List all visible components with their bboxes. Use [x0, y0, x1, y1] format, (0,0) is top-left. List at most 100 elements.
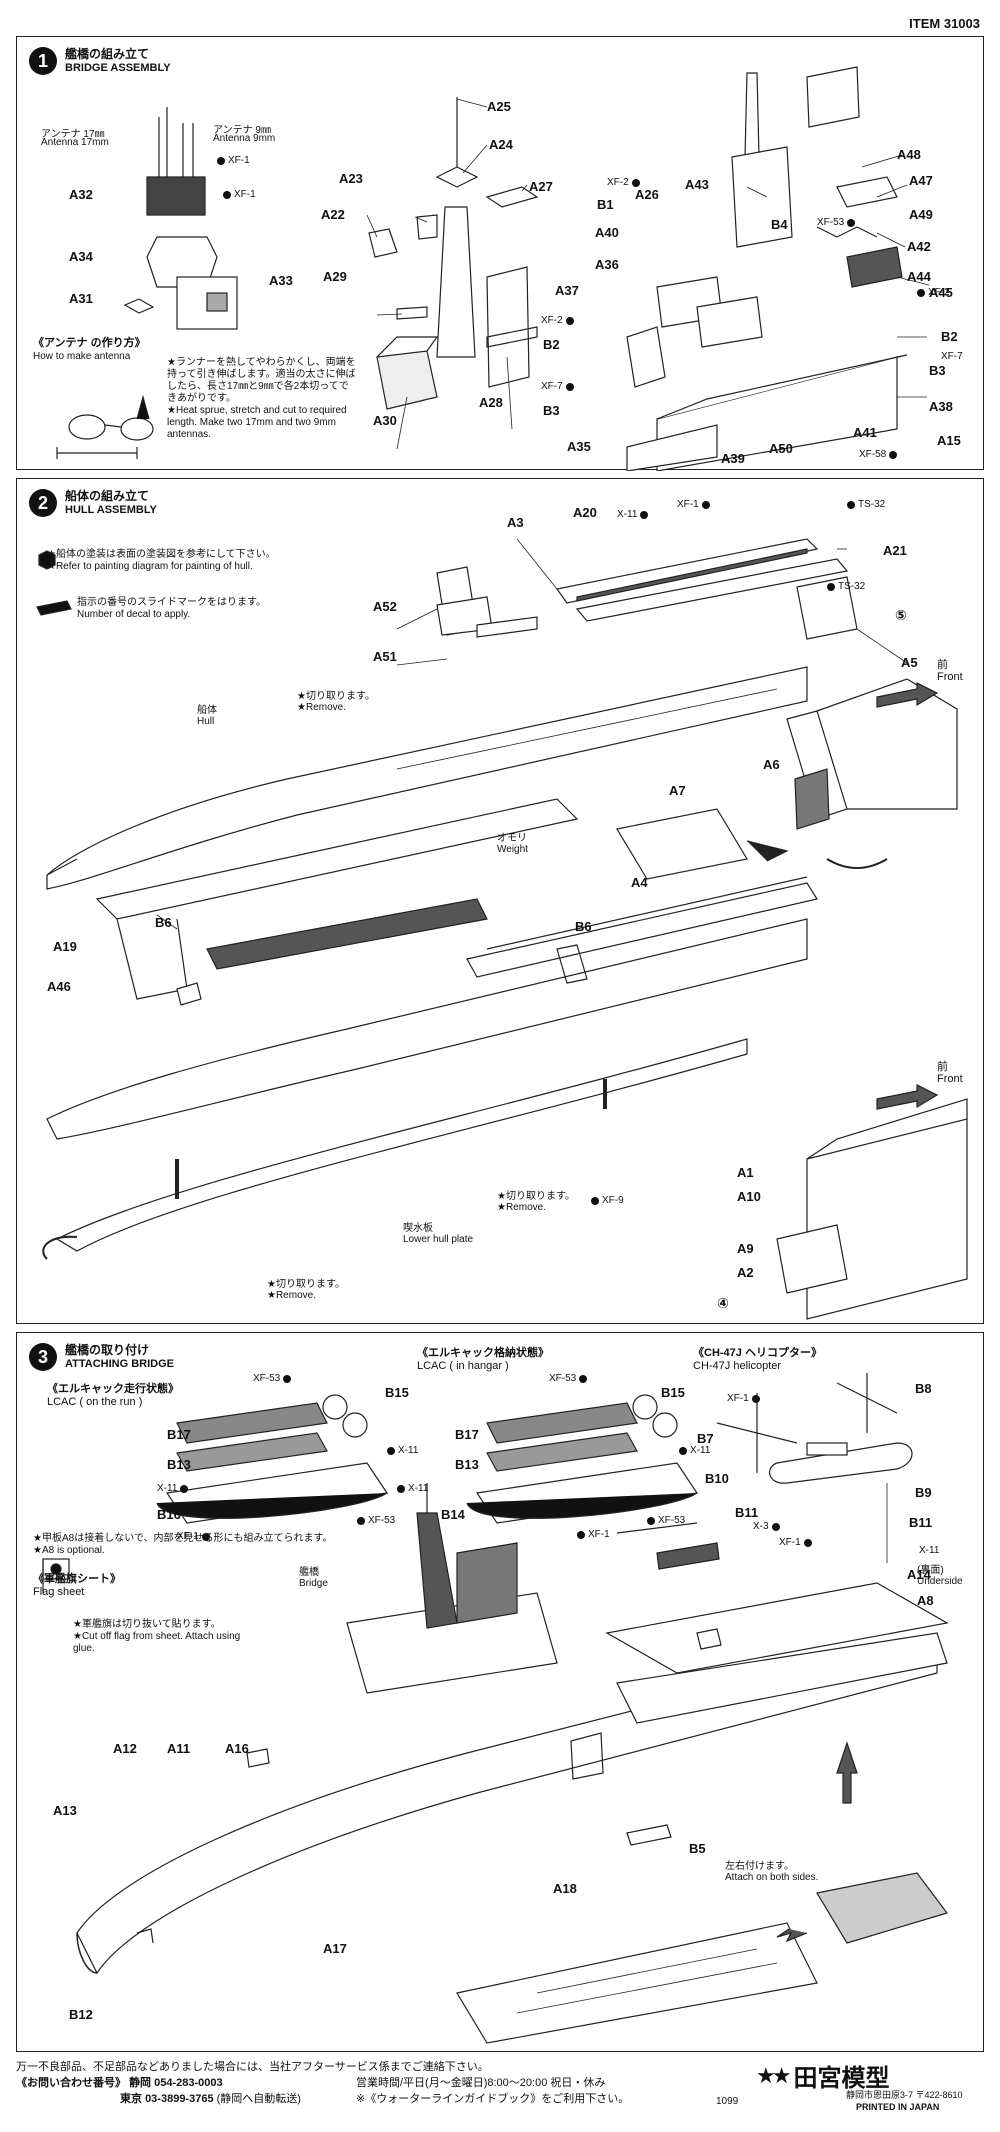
step-3-title-jp: 艦橋の取り付け: [65, 1343, 150, 1357]
antenna-howto-title-jp: 《アンテナ の作り方》: [33, 337, 146, 349]
paint-callout: XF-1: [677, 499, 710, 510]
step-2-header: 2 船体の組み立て HULL ASSEMBLY: [29, 489, 157, 517]
paint-dot-icon: [917, 288, 925, 297]
paint-dot-icon: [751, 1394, 760, 1403]
contact-phone: 03-3899-3765: [145, 2093, 214, 2105]
lower-hull-plate-en: Lower hull plate: [403, 1234, 474, 1245]
weight-label-jp: オモリ: [497, 833, 527, 844]
flag-note-jp: ★軍艦旗は切り抜いて貼ります。: [73, 1619, 221, 1630]
lcac-run-drawing: [156, 1394, 389, 1524]
part-label: B13: [455, 1457, 479, 1472]
paint-dot-icon: [223, 190, 231, 199]
both-sides-note-jp: 左右付けます。: [725, 1861, 794, 1872]
antenna-17mm-jp: アンテナ 17㎜: [41, 129, 105, 140]
flag-sheet-title-jp: 《軍艦旗シート》: [33, 1573, 121, 1585]
part-label: A26: [635, 187, 659, 202]
hull-label-jp: 船体: [197, 705, 217, 716]
part-label: B1: [597, 197, 614, 212]
tamiya-logo: ★★ 田宮模型: [756, 2058, 889, 2093]
front-label-en: Front: [937, 1073, 963, 1085]
paint-callout: X-11: [617, 509, 649, 520]
step-3-header: 3 艦橋の取り付け ATTACHING BRIDGE: [29, 1343, 174, 1371]
contact-note: (静岡へ自動転送): [216, 2093, 301, 2105]
paint-dot-icon: [387, 1446, 395, 1455]
paint-dot-icon: [577, 1530, 585, 1539]
part-label: B17: [167, 1427, 191, 1442]
part-label: A9: [737, 1241, 754, 1256]
flag-sheet-drawing: [42, 1558, 70, 1593]
part-label: A44: [907, 269, 931, 284]
part-label: B4: [771, 217, 788, 232]
paint-dot-icon: [771, 1522, 780, 1531]
footer-guide: ※《ウォーターラインガイドブック》をご利用下さい。: [356, 2093, 630, 2105]
part-label: A46: [47, 979, 71, 994]
paint-dot-icon: [357, 1516, 365, 1525]
paint-callout: XF-2: [917, 287, 950, 298]
paint-dot-icon: [679, 1446, 687, 1455]
antenna-howto-note-jp: ★ランナーを熱してやわらかくし、両端を持って引き伸ばします。適当の太さに伸ばした…: [167, 357, 356, 404]
part-label: A43: [685, 177, 709, 192]
part-label: B2: [543, 337, 560, 352]
part-label: A40: [595, 225, 619, 240]
part-label: A29: [323, 269, 347, 284]
part-label: B15: [661, 1385, 685, 1400]
paint-dot-icon: [565, 316, 574, 325]
part-label: A12: [113, 1741, 137, 1756]
part-label: A37: [555, 283, 579, 298]
lcac-hangar-drawing: [466, 1394, 699, 1524]
part-label: A20: [573, 505, 597, 520]
a8-note-en: ★A8 is optional.: [33, 1545, 105, 1556]
lower-hull-plate-jp: 喫水板: [403, 1223, 433, 1234]
heli-title-jp: 《CH-47J ヘリコプター》: [693, 1347, 822, 1359]
front-arrow-icon: [876, 1084, 939, 1110]
front-label-jp: 前: [937, 1061, 948, 1073]
part-label: A39: [721, 451, 745, 466]
paint-callout: XF-53: [357, 1515, 395, 1526]
footer-contact-tokyo: 東京 03-3899-3765 (静岡へ自動転送): [120, 2090, 301, 2106]
contact-city: 東京: [120, 2093, 142, 2105]
step-1-number: 1: [29, 47, 57, 75]
antenna-17mm-en: Antenna 17mm: [41, 137, 109, 148]
part-label: B11: [735, 1505, 759, 1520]
part-label: A3: [507, 515, 524, 530]
remove-note-jp: ★切り取ります。: [267, 1279, 345, 1290]
paint-dot-icon: [631, 178, 640, 187]
paint-dot-icon: [827, 582, 835, 591]
part-label: A41: [853, 425, 877, 440]
paint-callout: XF-9: [591, 1195, 624, 1206]
part-label: A35: [567, 439, 591, 454]
part-label: A50: [769, 441, 793, 456]
step-2-title-en: HULL ASSEMBLY: [65, 504, 157, 516]
decal-note-jp: 指示の番号のスライドマークをはります。: [77, 597, 266, 608]
brand-name: 田宮模型: [793, 2065, 890, 2092]
helicopter-drawing: [716, 1373, 913, 1484]
part-label: A31: [69, 291, 93, 306]
paint-note-jp: ★船体の塗装は表面の塗装図を参考にして下さい。: [47, 549, 276, 560]
part-label: A38: [929, 399, 953, 414]
paint-callout: XF-1: [577, 1529, 610, 1540]
part-label: B3: [929, 363, 946, 378]
part-label: A33: [269, 273, 293, 288]
a8-note-jp: ★甲板A8は接着しないで、内部を見せる形にも組み立てられます。: [33, 1533, 333, 1544]
part-label: B15: [385, 1385, 409, 1400]
part-label: A5: [901, 655, 918, 670]
underside-label-jp: (裏面): [917, 1565, 944, 1576]
part-label: A6: [763, 757, 780, 772]
step-1-title-en: BRIDGE ASSEMBLY: [65, 62, 171, 74]
remove-note-jp: ★切り取ります。: [297, 691, 375, 702]
paint-dot-icon: [283, 1374, 292, 1383]
part-label: A27: [529, 179, 553, 194]
part-label: B10: [705, 1471, 729, 1486]
contact-label: 《お問い合わせ番号》: [16, 2077, 126, 2089]
footer-printed: PRINTED IN JAPAN: [856, 2102, 940, 2112]
part-label: A13: [53, 1803, 77, 1818]
part-label: B5: [689, 1841, 706, 1856]
paint-dot-icon: [847, 218, 856, 227]
paint-dot-icon: [180, 1484, 189, 1493]
up-arrow-icon: [836, 1741, 858, 1804]
part-label: B7: [697, 1431, 714, 1446]
paint-callout: XF-2: [607, 177, 640, 188]
antenna-9mm-en: Antenna 9mm: [213, 133, 276, 144]
part-label: B12: [69, 2007, 93, 2022]
decal-number-4: ④: [717, 1295, 729, 1311]
